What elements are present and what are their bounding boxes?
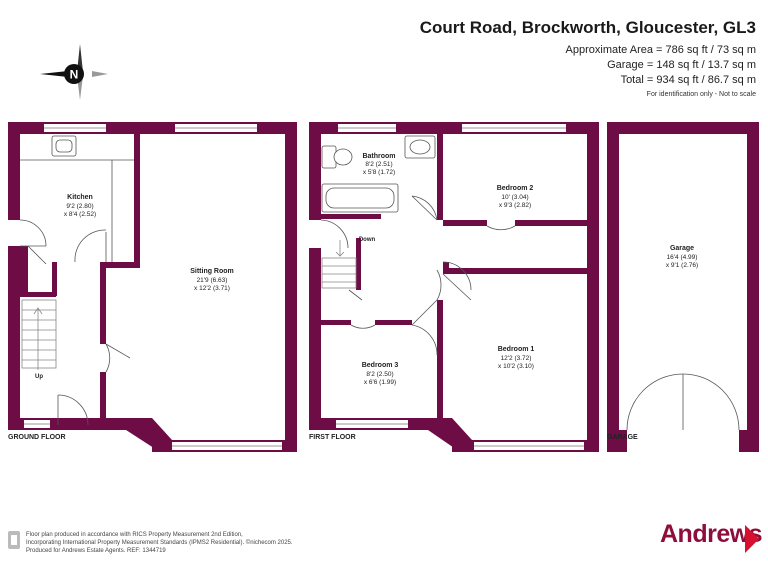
ground-floor-label: GROUND FLOOR — [8, 434, 66, 441]
sitting-room-imperial: 21'9 (6.63) — [197, 277, 228, 284]
room-labels: Kitchen 9'2 (2.80) x 8'4 (2.52) Sitting … — [35, 153, 698, 386]
footer-line-3: Produced for Andrews Estate Agents. REF:… — [26, 548, 166, 554]
floor-labels: GROUND FLOOR FIRST FLOOR GARAGE — [8, 434, 638, 441]
page-title: Court Road, Brockworth, Gloucester, GL3 — [419, 18, 756, 37]
bedroom2-imperial: 10' (3.04) — [501, 194, 528, 201]
bedroom1-imperial: 12'2 (3.72) — [501, 355, 532, 362]
footer-line-1: Floor plan produced in accordance with R… — [26, 532, 243, 538]
first-floor-label: FIRST FLOOR — [309, 434, 356, 441]
garage-imperial: 16'4 (4.99) — [667, 254, 698, 261]
footer-line-2: Incorporating International Property Mea… — [26, 540, 293, 546]
sitting-room-metric: x 12'2 (3.71) — [194, 285, 230, 292]
windows-ground — [24, 124, 282, 450]
compass-rose-icon: N — [40, 44, 108, 100]
walls-ground — [8, 122, 297, 452]
bedroom2-metric: x 9'3 (2.82) — [499, 202, 531, 209]
garage-floor-label: GARAGE — [607, 434, 638, 441]
kitchen-name: Kitchen — [67, 194, 93, 201]
sitting-room-name: Sitting Room — [190, 268, 234, 275]
walls-first — [309, 122, 599, 452]
approx-area: Approximate Area = 786 sq ft / 73 sq m — [565, 44, 756, 56]
compass-letter: N — [70, 68, 79, 82]
kitchen-metric: x 8'4 (2.52) — [64, 211, 96, 218]
window-lines-ground — [24, 127, 282, 447]
garage-name: Garage — [670, 245, 694, 252]
door-swings — [19, 195, 740, 431]
fixtures — [20, 135, 436, 262]
total-area: Total = 934 sq ft / 86.7 sq m — [620, 74, 756, 86]
stairs — [21, 240, 357, 370]
walls-garage — [607, 122, 759, 452]
stairs-down-label: Down — [359, 237, 376, 243]
bedroom3-imperial: 8'2 (2.50) — [366, 371, 393, 378]
andrews-arrow-icon — [745, 525, 759, 553]
garage-area: Garage = 148 sq ft / 13.7 sq m — [607, 59, 756, 71]
bedroom3-metric: x 6'6 (1.99) — [364, 379, 396, 386]
windows-first — [311, 124, 584, 450]
bathroom-imperial: 8'2 (2.51) — [365, 161, 392, 168]
bathroom-name: Bathroom — [362, 153, 395, 160]
bedroom3-name: Bedroom 3 — [362, 362, 399, 369]
bedroom1-name: Bedroom 1 — [498, 346, 535, 353]
identification-note: For identification only - Not to scale — [646, 91, 756, 98]
garage-metric: x 9'1 (2.76) — [666, 262, 698, 269]
rics-logo-icon — [8, 531, 20, 549]
kitchen-imperial: 9'2 (2.80) — [66, 203, 93, 210]
window-lines-first — [336, 127, 584, 447]
bedroom1-metric: x 10'2 (3.10) — [498, 363, 534, 370]
bedroom2-name: Bedroom 2 — [497, 185, 534, 192]
bathroom-metric: x 5'8 (1.72) — [363, 169, 395, 176]
stairs-up-label: Up — [35, 374, 43, 380]
